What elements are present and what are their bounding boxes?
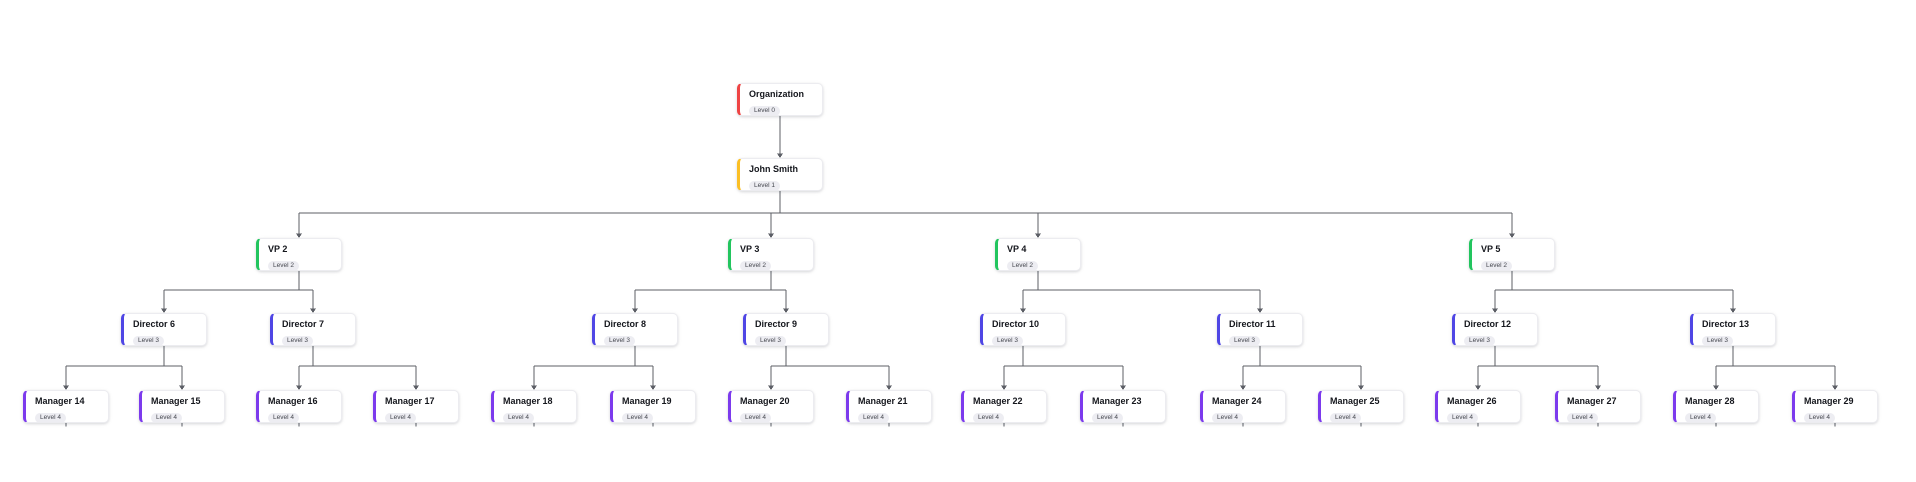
node-level-badge: Level 4 — [35, 413, 66, 422]
node-level-badge: Level 3 — [992, 336, 1023, 345]
org-node-m29[interactable]: Manager 29 Level 4 — [1792, 390, 1878, 423]
org-node-m28[interactable]: Manager 28 Level 4 — [1673, 390, 1759, 423]
node-level-badge: Level 0 — [749, 106, 780, 115]
org-node-org[interactable]: Organization Level 0 — [737, 83, 823, 116]
org-node-m14[interactable]: Manager 14 Level 4 — [23, 390, 109, 423]
org-node-m23[interactable]: Manager 23 Level 4 — [1080, 390, 1166, 423]
node-level-badge: Level 4 — [1447, 413, 1478, 422]
org-node-d13[interactable]: Director 13 Level 3 — [1690, 313, 1776, 346]
node-level-badge: Level 4 — [503, 413, 534, 422]
org-node-m21[interactable]: Manager 21 Level 4 — [846, 390, 932, 423]
node-level-badge: Level 4 — [1212, 413, 1243, 422]
node-level-badge: Level 3 — [604, 336, 635, 345]
org-node-vp5[interactable]: VP 5 Level 2 — [1469, 238, 1555, 271]
node-title: VP 2 — [268, 244, 288, 254]
node-title: Manager 18 — [503, 396, 553, 406]
node-level-badge: Level 4 — [973, 413, 1004, 422]
org-node-m22[interactable]: Manager 22 Level 4 — [961, 390, 1047, 423]
org-node-m26[interactable]: Manager 26 Level 4 — [1435, 390, 1521, 423]
node-level-badge: Level 2 — [1481, 261, 1512, 270]
org-node-john-smith[interactable]: John Smith Level 1 — [737, 158, 823, 191]
node-title: Director 12 — [1464, 319, 1512, 329]
node-level-badge: Level 4 — [1567, 413, 1598, 422]
node-title: Director 9 — [755, 319, 798, 329]
node-level-badge: Level 3 — [282, 336, 313, 345]
node-level-badge: Level 4 — [385, 413, 416, 422]
node-title: Manager 22 — [973, 396, 1023, 406]
node-title: Director 10 — [992, 319, 1040, 329]
node-title: Manager 15 — [151, 396, 201, 406]
org-node-m24[interactable]: Manager 24 Level 4 — [1200, 390, 1286, 423]
node-title: Manager 23 — [1092, 396, 1142, 406]
org-node-d7[interactable]: Director 7 Level 3 — [270, 313, 356, 346]
node-title: Manager 27 — [1567, 396, 1617, 406]
node-level-badge: Level 2 — [1007, 261, 1038, 270]
node-title: Manager 19 — [622, 396, 672, 406]
org-node-vp2[interactable]: VP 2 Level 2 — [256, 238, 342, 271]
org-node-d10[interactable]: Director 10 Level 3 — [980, 313, 1066, 346]
org-node-vp3[interactable]: VP 3 Level 2 — [728, 238, 814, 271]
node-level-badge: Level 4 — [1804, 413, 1835, 422]
org-node-m16[interactable]: Manager 16 Level 4 — [256, 390, 342, 423]
node-level-badge: Level 3 — [1702, 336, 1733, 345]
node-title: Manager 25 — [1330, 396, 1380, 406]
node-title: Manager 20 — [740, 396, 790, 406]
node-level-badge: Level 3 — [755, 336, 786, 345]
node-level-badge: Level 2 — [740, 261, 771, 270]
org-node-m15[interactable]: Manager 15 Level 4 — [139, 390, 225, 423]
node-title: Manager 17 — [385, 396, 435, 406]
node-title: Manager 14 — [35, 396, 85, 406]
node-title: VP 3 — [740, 244, 760, 254]
node-title: Director 7 — [282, 319, 325, 329]
node-title: Manager 29 — [1804, 396, 1854, 406]
node-title: Director 6 — [133, 319, 176, 329]
org-node-m18[interactable]: Manager 18 Level 4 — [491, 390, 577, 423]
node-level-badge: Level 3 — [133, 336, 164, 345]
node-level-badge: Level 1 — [749, 181, 780, 190]
node-level-badge: Level 3 — [1464, 336, 1495, 345]
node-title: Manager 24 — [1212, 396, 1262, 406]
org-node-m19[interactable]: Manager 19 Level 4 — [610, 390, 696, 423]
node-level-badge: Level 4 — [622, 413, 653, 422]
org-node-d6[interactable]: Director 6 Level 3 — [121, 313, 207, 346]
org-node-d12[interactable]: Director 12 Level 3 — [1452, 313, 1538, 346]
node-level-badge: Level 4 — [1685, 413, 1716, 422]
node-level-badge: Level 3 — [1229, 336, 1260, 345]
node-level-badge: Level 4 — [858, 413, 889, 422]
org-node-m17[interactable]: Manager 17 Level 4 — [373, 390, 459, 423]
node-title: VP 4 — [1007, 244, 1027, 254]
node-title: John Smith — [749, 164, 798, 174]
node-level-badge: Level 4 — [268, 413, 299, 422]
node-title: Manager 26 — [1447, 396, 1497, 406]
node-level-badge: Level 4 — [740, 413, 771, 422]
node-level-badge: Level 2 — [268, 261, 299, 270]
node-level-badge: Level 4 — [151, 413, 182, 422]
org-node-m20[interactable]: Manager 20 Level 4 — [728, 390, 814, 423]
node-title: Director 11 — [1229, 319, 1276, 329]
org-node-d9[interactable]: Director 9 Level 3 — [743, 313, 829, 346]
node-title: Director 13 — [1702, 319, 1750, 329]
node-title: Organization — [749, 89, 805, 99]
org-node-m27[interactable]: Manager 27 Level 4 — [1555, 390, 1641, 423]
node-level-badge: Level 4 — [1092, 413, 1123, 422]
node-level-badge: Level 4 — [1330, 413, 1361, 422]
org-node-d11[interactable]: Director 11 Level 3 — [1217, 313, 1303, 346]
org-node-m25[interactable]: Manager 25 Level 4 — [1318, 390, 1404, 423]
node-title: Manager 16 — [268, 396, 318, 406]
node-title: Director 8 — [604, 319, 647, 329]
node-title: Manager 28 — [1685, 396, 1735, 406]
org-node-vp4[interactable]: VP 4 Level 2 — [995, 238, 1081, 271]
node-title: Manager 21 — [858, 396, 908, 406]
org-node-d8[interactable]: Director 8 Level 3 — [592, 313, 678, 346]
node-title: VP 5 — [1481, 244, 1501, 254]
